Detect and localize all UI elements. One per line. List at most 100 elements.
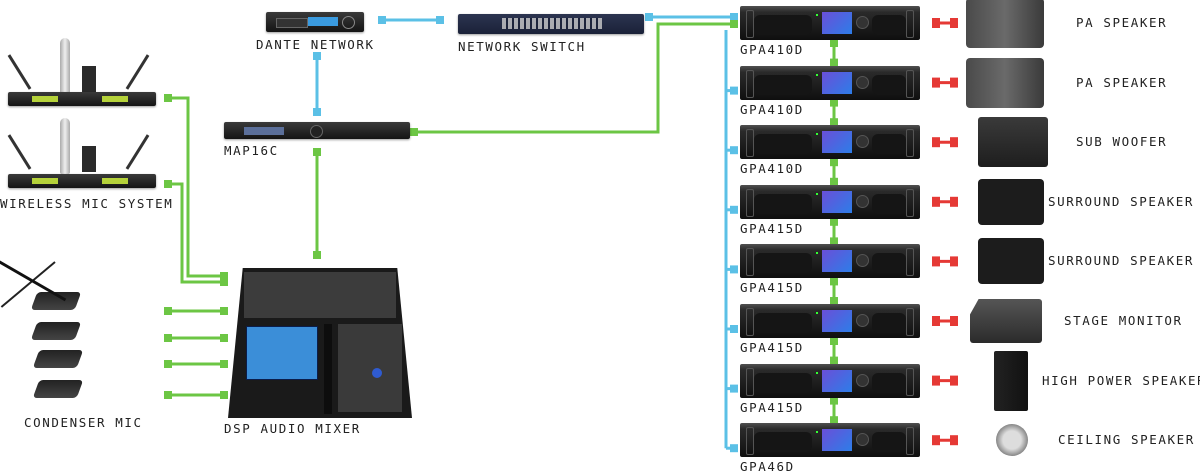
bodypack-icon (82, 66, 96, 92)
amp-knob-icon (856, 433, 869, 447)
amplifier-5 (740, 244, 920, 279)
amp-display (822, 250, 852, 273)
wireless-mic-receiver-1 (7, 36, 158, 106)
speaker-connector (950, 18, 958, 28)
amp-display (822, 12, 852, 34)
connector-plug (164, 307, 172, 315)
amp-knob-icon (856, 16, 869, 29)
condenser-mic-label: CONDENSER MIC (24, 415, 143, 430)
connector-plug (830, 277, 838, 286)
amplifier-1 (740, 6, 920, 40)
wireless-mic-receiver-2 (7, 116, 158, 188)
speaker-connector (950, 77, 958, 88)
speaker-stage-monitor-icon (970, 299, 1042, 343)
amplifier-label: GPA410D (740, 161, 804, 177)
connector-plug (830, 58, 838, 67)
speaker-connector (932, 316, 940, 326)
speaker-label: SURROUND SPEAKER (1048, 193, 1195, 209)
connector-plug (730, 384, 738, 393)
speaker-label: SURROUND SPEAKER (1048, 253, 1195, 269)
bodypack-icon (82, 146, 96, 172)
connector-plug (220, 334, 228, 342)
amplifier-3 (740, 125, 920, 160)
connector-plug (730, 146, 738, 155)
connector-plug (436, 16, 444, 24)
speaker-label: PA SPEAKER (1076, 15, 1168, 30)
amp-display (822, 71, 852, 94)
connector-plug (830, 217, 838, 226)
connector-plug (830, 297, 838, 305)
speaker-label: PA SPEAKER (1076, 74, 1168, 90)
connector-plug (830, 356, 838, 365)
amp-knob-icon (856, 194, 869, 208)
amplifier-label: GPA410D (740, 42, 804, 57)
connector-plug (410, 128, 418, 136)
speaker-ceiling-speaker-icon (996, 424, 1028, 457)
speaker-connector (932, 435, 940, 446)
speaker-high-power-speaker-icon (994, 350, 1028, 411)
speaker-surround-speaker-icon (978, 178, 1044, 225)
amplifier-label: GPA415D (740, 220, 804, 236)
connector-plug (164, 180, 172, 188)
connector-plug (164, 360, 172, 368)
connector-plug (378, 16, 386, 24)
speaker-connector (932, 196, 940, 207)
speaker-connector (950, 375, 958, 386)
connector-plug (730, 265, 738, 274)
speaker-pa-speaker-icon (966, 0, 1044, 48)
amplifier-label: GPA415D (740, 399, 804, 415)
speaker-label: STAGE MONITOR (1064, 313, 1183, 328)
switch-ports-icon (502, 18, 602, 29)
connector-plug (830, 98, 838, 107)
map16c-label: MAP16C (224, 143, 279, 158)
speaker-connector (932, 77, 940, 88)
amplifier-2 (740, 65, 920, 100)
amp-knob-icon (856, 75, 869, 89)
handheld-mic-icon (60, 38, 70, 94)
amp-display (822, 131, 852, 154)
connector-plug (645, 13, 653, 21)
map16c-device (224, 122, 410, 139)
amp-knob-icon (856, 373, 869, 387)
connector-plug (313, 52, 321, 60)
dante-network-label: DANTE NETWORK (256, 37, 375, 52)
map16c-knob-icon (310, 125, 323, 138)
connector-plug (220, 278, 228, 286)
speaker-sub-woofer-icon (978, 117, 1048, 168)
connector-plug (313, 251, 321, 259)
connector-plug (220, 360, 228, 368)
amp-display (822, 310, 852, 332)
connector-plug (730, 444, 738, 453)
amplifier-label: GPA415D (740, 340, 804, 355)
dante-network-device (266, 12, 364, 32)
speaker-label: HIGH POWER SPEAKER (1042, 372, 1200, 388)
amplifier-8 (740, 423, 920, 458)
speaker-connector (950, 256, 958, 267)
connector-plug (313, 108, 321, 116)
amplifier-label: GPA46D (740, 459, 795, 474)
speaker-label: SUB WOOFER (1076, 134, 1168, 150)
connector-plug (830, 177, 838, 186)
connector-plug (164, 334, 172, 342)
connector-plug (730, 86, 738, 95)
speaker-connector (932, 18, 940, 28)
connector-plug (830, 337, 838, 345)
connector-plug (830, 396, 838, 405)
amp-display (822, 429, 852, 452)
amplifier-7 (740, 363, 920, 398)
speaker-surround-speaker-icon (978, 238, 1044, 285)
mixer-touchscreen (246, 326, 318, 380)
connector-plug (730, 20, 738, 28)
network-switch-device (458, 14, 644, 34)
amplifier-label: GPA410D (740, 101, 804, 117)
speaker-pa-speaker-icon (966, 57, 1044, 108)
amplifier-4 (740, 184, 920, 219)
wireless-mic-2-to-mixer-wire (168, 182, 224, 284)
speaker-connector (950, 196, 958, 207)
amp-knob-icon (856, 135, 869, 149)
speaker-connector (950, 435, 958, 446)
connector-plug (830, 39, 838, 47)
speaker-connector (950, 316, 958, 326)
connector-plug (830, 237, 838, 246)
